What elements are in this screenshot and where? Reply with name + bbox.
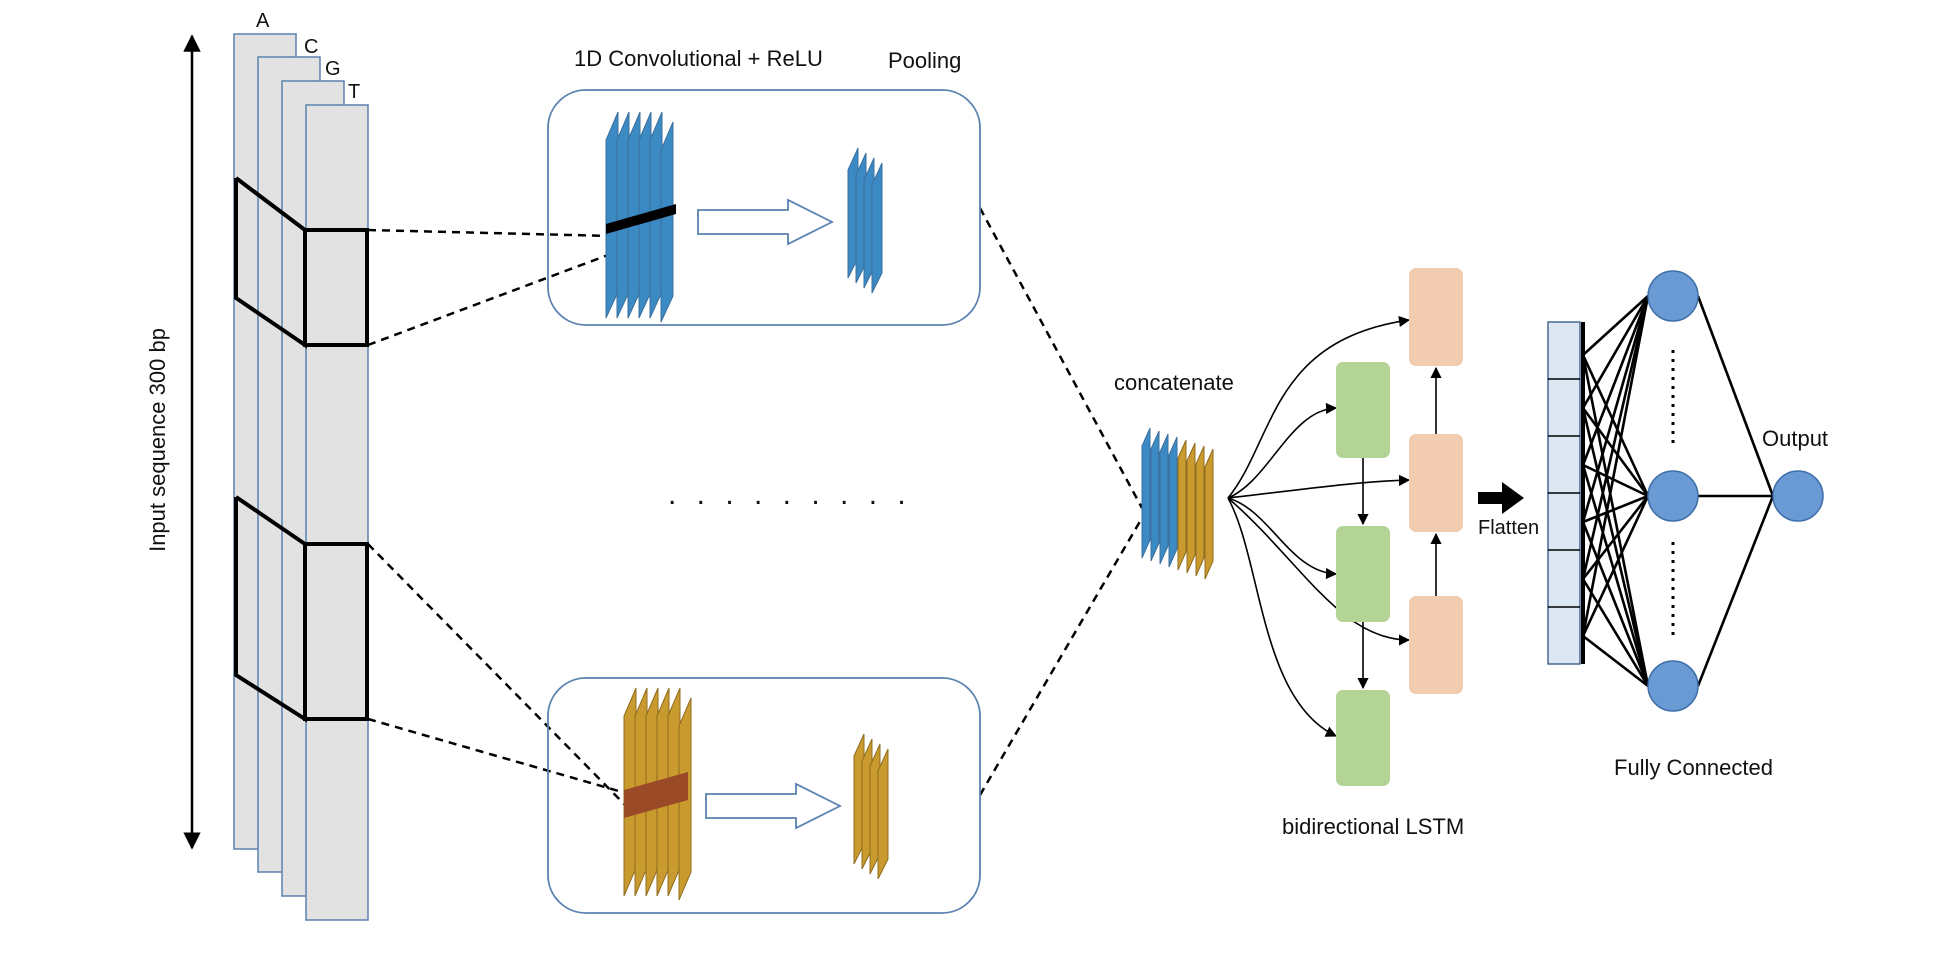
fc-hidden-nodes (1647, 270, 1699, 712)
conv-panel-bottom (547, 677, 981, 914)
pooled-maps-top (847, 147, 883, 294)
channel-label-a: A (256, 10, 270, 32)
flatten-arrow-icon (1478, 482, 1524, 514)
fc-node (1647, 660, 1699, 712)
conv-panel-top (547, 89, 981, 326)
concatenate-label: concatenate (1114, 370, 1234, 395)
concatenate-feature-maps (1141, 427, 1214, 580)
fully-connected-label: Fully Connected (1614, 755, 1773, 780)
lstm-backward-cell (1409, 596, 1463, 694)
conv-kernel-top (606, 204, 676, 234)
hollow-arrow-icon (705, 782, 843, 830)
fc-node (1647, 270, 1699, 322)
pooled-maps-bottom (853, 733, 889, 880)
fc-connections (1581, 295, 1775, 688)
conv-feature-maps-top (605, 111, 674, 323)
lstm-forward-cell (1336, 526, 1390, 622)
bidirectional-lstm-label: bidirectional LSTM (1282, 814, 1464, 839)
channel-label-g: G (325, 58, 341, 80)
concat-to-lstm-arrows (1227, 315, 1411, 737)
channel-label-t: T (348, 81, 360, 103)
conv-kernel-bottom (624, 772, 688, 818)
lstm-backward-cell (1409, 434, 1463, 532)
fc-node (1647, 470, 1699, 522)
flatten-vector (1547, 321, 1585, 665)
output-node (1772, 470, 1824, 522)
flatten-label: Flatten (1478, 517, 1539, 539)
lstm-forward-cell (1336, 690, 1390, 786)
input-sequence-label: Input sequence 300 bp (145, 328, 170, 552)
hollow-arrow-icon (697, 198, 835, 246)
output-label: Output (1762, 426, 1828, 451)
ellipsis: . . . . . . . . . (668, 478, 912, 511)
lstm-backward-cell (1409, 268, 1463, 366)
lstm-forward-cells (1336, 362, 1390, 786)
projection-lines (367, 207, 1144, 813)
channel-label-c: C (304, 36, 318, 58)
lstm-recurrent-arrows (1357, 366, 1442, 690)
window-frame-bottom (234, 495, 369, 723)
lstm-backward-cells (1409, 268, 1463, 694)
lstm-forward-cell (1336, 362, 1390, 458)
channel-sheet-t (305, 104, 369, 921)
pooling-label: Pooling (888, 48, 961, 73)
conv-relu-label: 1D Convolutional + ReLU (574, 46, 823, 71)
window-frame-top (234, 176, 369, 349)
channel-sheets (233, 33, 369, 921)
